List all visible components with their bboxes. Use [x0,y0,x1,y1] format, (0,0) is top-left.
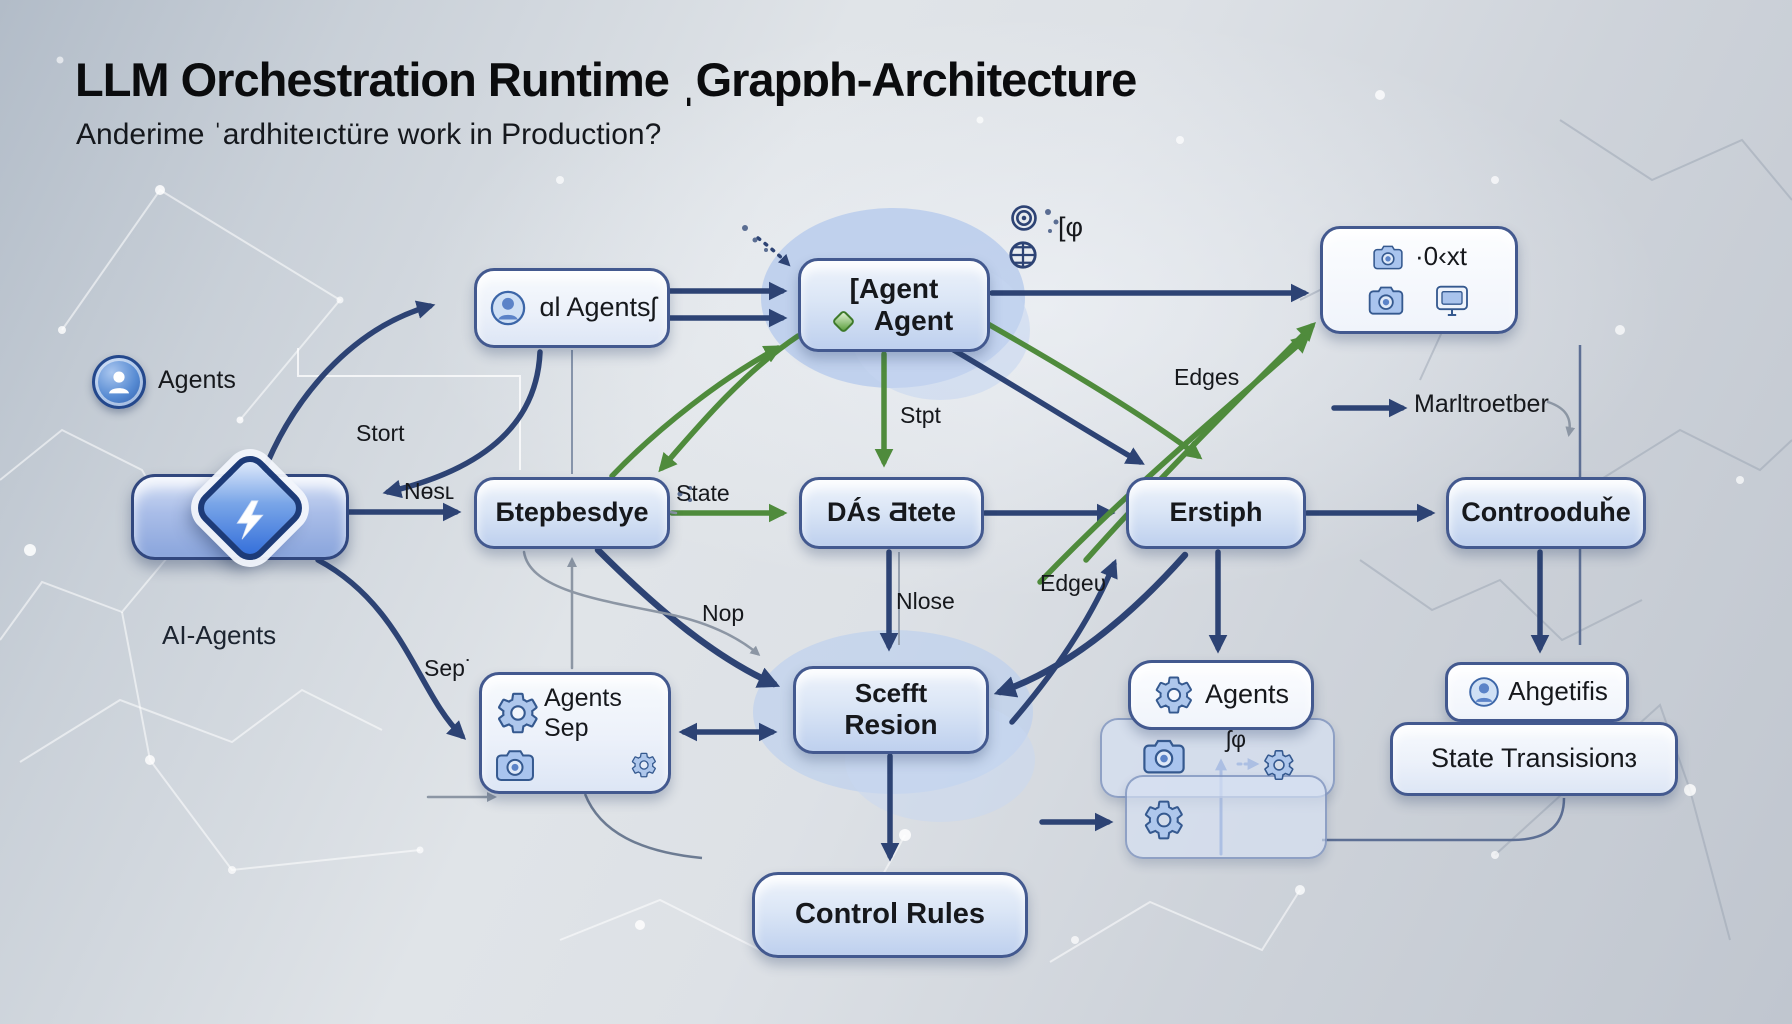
edge-label-nop: Nop [702,600,745,626]
edge-label-stpt: Stpt [900,402,941,428]
node-multimodal: ·0‹xt [1320,226,1518,334]
phi-label: [φ [1058,212,1084,242]
camera-icon [486,743,544,787]
node-erstiph-label: Erstiph [1169,497,1263,528]
agents-user-icon [92,355,146,409]
camera-icon [1371,240,1405,274]
edge-label-sep: Sep˙ [424,655,473,681]
edge-up-multimodal-green-2 [1037,334,1311,585]
node-state-transisions: State Transisionɜ [1390,722,1678,796]
node-controoduhe-label: Controoduȟe [1461,497,1631,528]
node-agents-br-label: Agents [1204,679,1290,710]
node-agents-sep: Agents Sep [479,672,671,794]
edge-agentssep-out [583,793,703,860]
edge-label-state: State [676,480,730,506]
node-btepbesdye-label: Ƃtepbesdye [495,497,649,528]
node-ai-agents-label: ɑl Agentsʃ [539,292,657,323]
edge-aiagents-start-return [382,349,543,499]
node-agents-br: Agents [1128,660,1314,730]
start-diamond-badge [190,448,310,588]
edge-label-nlosl: Nɵsʟ [404,478,455,504]
agent-head-icon [487,287,529,329]
node-das-btete-label: DÁs Ƌtete [827,497,956,528]
globe-icon [1006,238,1040,272]
node-ahgetifis-label: Ahgetifis [1508,676,1608,707]
node-control-rules-label: Control Rules [794,898,986,931]
node-ai-agents: ɑl Agentsʃ [474,268,670,348]
node-state-transisions-label: State Transisionɜ [1431,743,1637,774]
camera-icon [1140,732,1188,780]
node-control-rules: Control Rules [752,872,1028,958]
page-subtitle: Anderime ˈardhiteıctüre work in Producti… [76,118,662,151]
edge-btepbesdye-agent-green [609,345,783,479]
agent-head-icon [1466,674,1502,710]
node-btepbesdye: Ƃtepbesdye [474,477,670,549]
target-spiral-icon [1008,202,1040,234]
person-icon [103,366,135,398]
node-scefft-line2: Resion [844,708,938,740]
camera-icon [1366,280,1406,320]
edge-btepbesdye-scefft [594,546,781,688]
edge-start-aiagents [259,300,436,479]
edge-label-edges-top: Edges [1174,364,1240,390]
node-das-btete: DÁs Ƌtete [799,477,984,549]
node-scefft-resion: Scefft Resion [793,666,989,754]
edge-agentsbr-statetrans [1322,797,1566,842]
node-erstiph: Erstiph [1126,477,1306,549]
node-agents-sep-line1: Agents [544,684,622,712]
node-controoduhe: Controoduȟe [1446,477,1646,549]
edge-erstiph-scefft [993,551,1189,698]
agents-br-sub-label: ʃφ [1226,726,1247,752]
gear-icon [1142,798,1186,842]
node-agent-line2: Agent [873,305,954,336]
edge-agent-btepbesdye-green [658,333,801,473]
edge-dotted-into-agent [756,236,791,267]
edge-agent-erstiph-green [985,321,1203,460]
gear-icon [492,690,544,736]
callout-line [297,348,521,470]
dot-trail [677,209,1059,502]
node-ahgetifis: Ahgetifis [1445,662,1629,722]
edge-scefft-erstiph-up [1009,558,1118,725]
gear-icon [1153,674,1195,716]
edge-label-edges-mid: Edgeʋ [1040,570,1107,596]
edge-label-marltroetber: Marltroetber [1414,390,1549,418]
node-agent-line1: [Agent [849,272,939,304]
edge-start-agentssep [315,557,467,740]
edge-marltroetber-down [1546,400,1576,437]
node-scefft-line1: Scefft [854,677,928,708]
page-title: LLM Orchestration Runtime ˌGrapɒh-Archit… [75,53,1137,106]
edge-label-stort: Stort [356,420,405,446]
node-multimodal-label: ·0‹xt [1415,241,1467,272]
node-agents-sep-line2: Sep [544,714,589,742]
start-diamond-arrow-icon [236,500,264,540]
monitor-icon [1432,280,1472,320]
edge-agent-erstiph-navy [949,346,1145,465]
gear-icon [1262,748,1296,782]
edge-label-nlose: Nlose [896,588,955,614]
start-node-label: AI-Agents [162,620,277,650]
edge-up-multimodal-green-1 [1083,322,1316,563]
agent-gem-icon [831,309,856,334]
node-agent: [Agent Agent [798,258,990,352]
agents-badge-label: Agents [158,366,236,394]
gear-icon [630,751,658,779]
edge-nop [522,550,761,656]
